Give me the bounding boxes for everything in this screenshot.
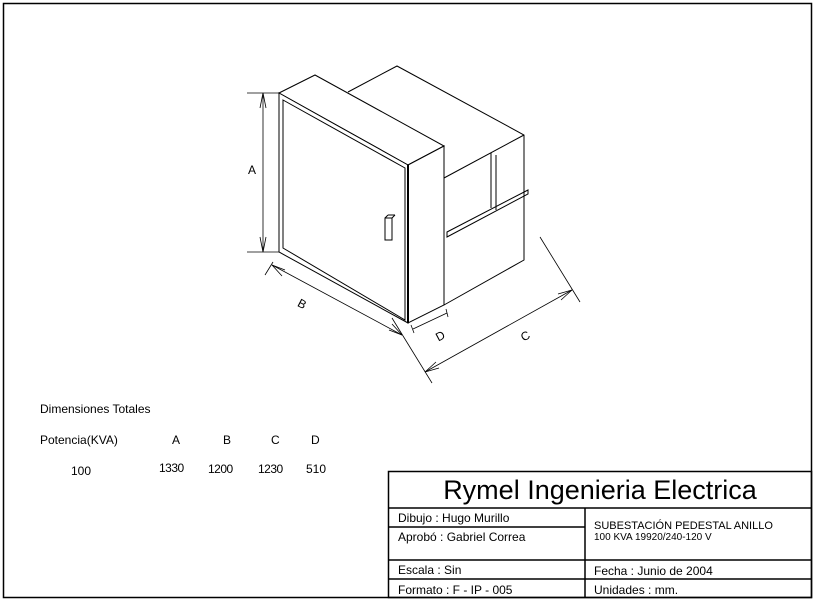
back-box-edge xyxy=(443,134,525,179)
dim-d xyxy=(412,312,448,330)
fecha: Fecha : Junio de 2004 xyxy=(594,564,713,578)
cell-potencia: 100 xyxy=(71,464,92,478)
dimensions-title: Dimensiones Totales xyxy=(40,402,151,416)
dimension-lines xyxy=(247,92,581,384)
subject-line1: SUBESTACIÓN PEDESTAL ANILLO xyxy=(594,520,773,532)
door-handle xyxy=(384,217,393,241)
unidades: Unidades : mm. xyxy=(594,583,679,597)
dim-c xyxy=(424,289,573,373)
header-b: B xyxy=(223,433,232,447)
dim-b xyxy=(271,264,403,336)
header-potencia: Potencia(KVA) xyxy=(40,433,118,447)
header-c: C xyxy=(271,433,280,447)
front-box-side xyxy=(407,145,445,324)
dibujo: Dibujo : Hugo Murillo xyxy=(398,511,510,525)
title-block-grid xyxy=(387,470,813,599)
header-a: A xyxy=(172,433,181,447)
cell-b: 1200 xyxy=(208,462,233,476)
cell-d: 510 xyxy=(306,462,327,476)
subject-line2: 100 KVA 19920/240-120 V xyxy=(594,532,712,543)
formato: Formato : F - IP - 005 xyxy=(398,583,513,597)
company-name: Rymel Ingenieria Electrica xyxy=(443,475,757,505)
rail xyxy=(446,189,529,238)
isometric-enclosure xyxy=(277,65,529,324)
aprobo: Aprobó : Gabriel Correa xyxy=(398,530,526,544)
escala: Escala : Sin xyxy=(398,563,462,577)
door xyxy=(282,99,406,321)
cell-a: 1330 xyxy=(159,461,184,475)
cell-c: 1230 xyxy=(258,462,283,476)
header-d: D xyxy=(311,433,320,447)
dim-label-a: A xyxy=(248,163,257,177)
